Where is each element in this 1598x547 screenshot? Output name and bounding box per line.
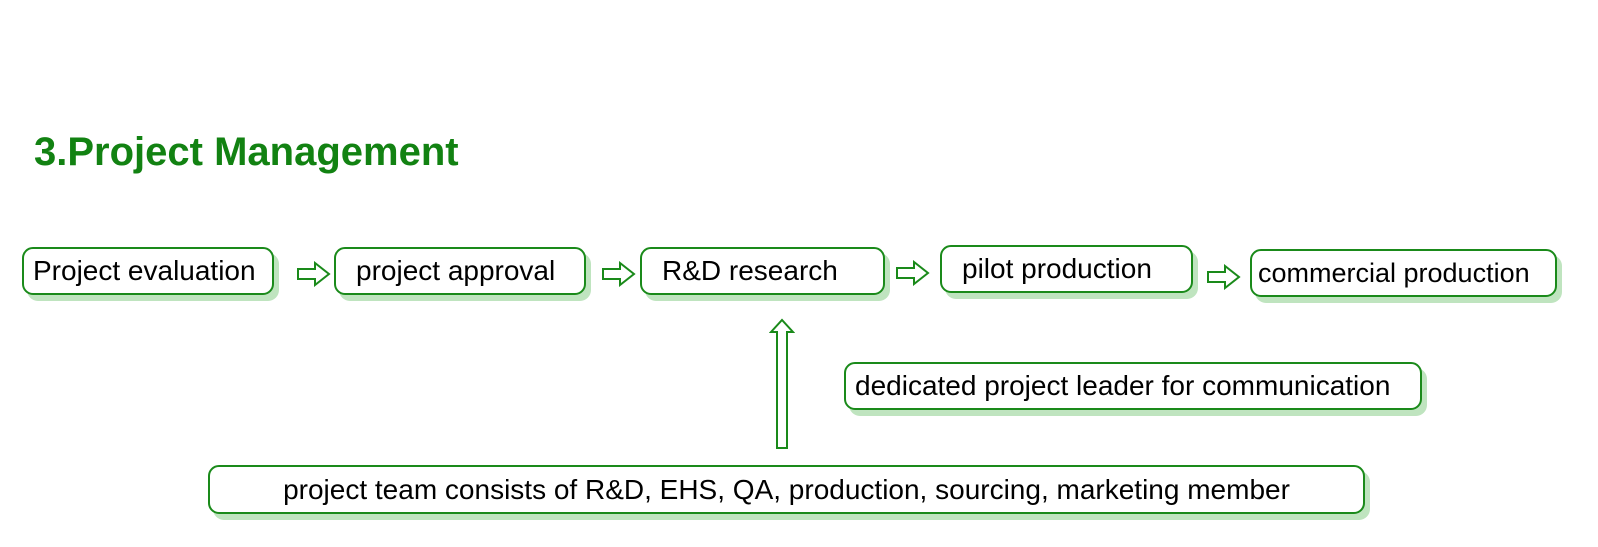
right-arrow-icon bbox=[896, 260, 930, 286]
step-label: Project evaluation bbox=[33, 255, 256, 286]
page-title: 3.Project Management bbox=[34, 130, 459, 174]
step-label: commercial production bbox=[1258, 258, 1530, 288]
project-team-box: project team consists of R&D, EHS, QA, p… bbox=[208, 465, 1365, 514]
step-project-approval: project approval bbox=[334, 247, 586, 295]
right-arrow-icon bbox=[297, 261, 331, 287]
step-label: pilot production bbox=[962, 253, 1152, 284]
right-arrow-icon bbox=[1207, 264, 1241, 290]
step-rd-research: R&D research bbox=[640, 247, 885, 295]
note-label: dedicated project leader for communicati… bbox=[855, 370, 1391, 401]
up-arrow-icon bbox=[769, 318, 795, 449]
project-leader-note: dedicated project leader for communicati… bbox=[844, 362, 1422, 410]
step-label: project approval bbox=[356, 255, 556, 286]
team-label: project team consists of R&D, EHS, QA, p… bbox=[283, 473, 1290, 505]
right-arrow-icon bbox=[602, 261, 636, 287]
step-label: R&D research bbox=[662, 255, 838, 286]
step-project-evaluation: Project evaluation bbox=[22, 247, 274, 295]
step-pilot-production: pilot production bbox=[940, 245, 1193, 293]
step-commercial-production: commercial production bbox=[1250, 249, 1557, 297]
